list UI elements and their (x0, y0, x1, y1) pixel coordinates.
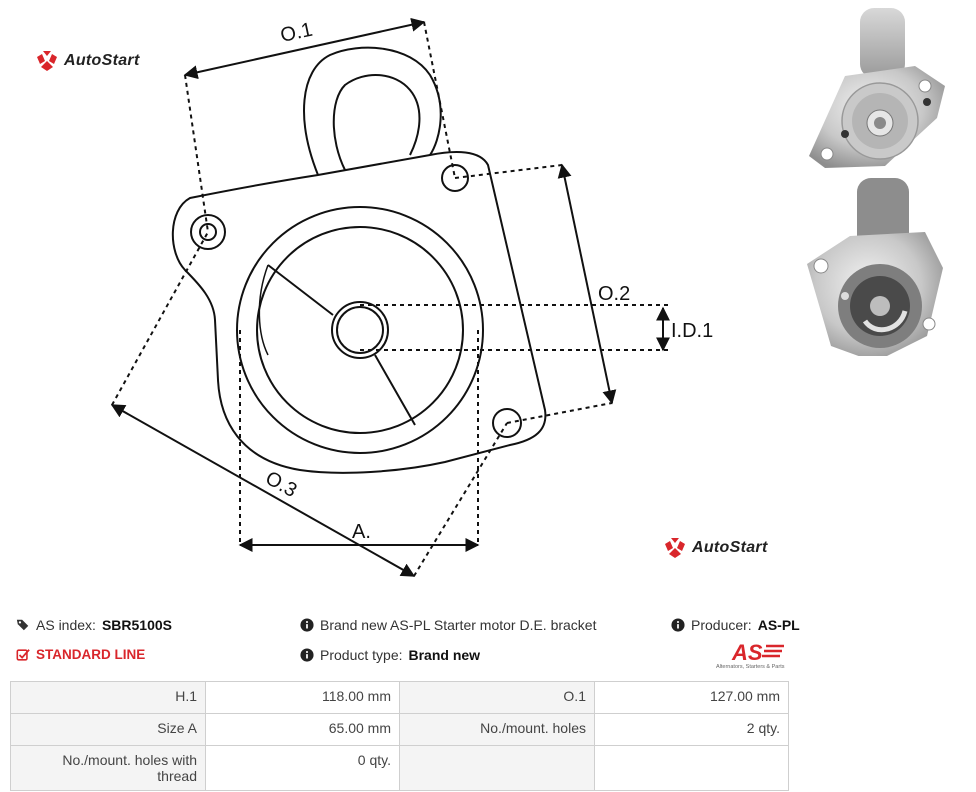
shaft-bore-inner (336, 306, 384, 354)
autostart-logo-bottom: AutoStart (664, 537, 768, 559)
dim-label-a: A. (352, 521, 371, 543)
autostart-logo-icon (665, 538, 685, 558)
autostart-logo-top: AutoStart (36, 50, 140, 72)
info-circle-icon (671, 618, 685, 632)
spec-key (399, 745, 595, 791)
as-logo-mark: AS (731, 640, 763, 665)
spec-value (594, 745, 789, 791)
shaft-bore-outer (331, 301, 389, 359)
checkbox-checked-icon (16, 648, 30, 661)
spec-key: Size A (10, 713, 206, 746)
as-index-label: AS index: (36, 617, 96, 633)
as-pl-logo: AS Alternators, Starters & Parts (716, 640, 785, 670)
product-type-label: Product type: (320, 647, 403, 663)
bracket-drawing-svg: O.1 O.2 O.3 A. I.D.1 (110, 17, 713, 577)
mount-hole-left (190, 214, 226, 250)
producer-value: AS-PL (757, 617, 800, 633)
producer-label: Producer: (691, 617, 752, 633)
autostart-logo-text: AutoStart (692, 539, 768, 556)
description-row: Brand new AS-PL Starter motor D.E. brack… (300, 617, 597, 633)
spec-value: 2 qty. (594, 713, 789, 746)
product-photos (807, 8, 945, 356)
mount-hole-bottom-right (492, 408, 522, 438)
info-circle-icon (300, 648, 314, 662)
table-row: Size A 65.00 mm No./mount. holes 2 qty. (10, 713, 789, 746)
as-logo-tagline: Alternators, Starters & Parts (716, 664, 785, 670)
spec-key: No./mount. holes with thread (10, 745, 206, 791)
dim-label-o2: O.2 (598, 283, 630, 305)
table-row: H.1 118.00 mm O.1 127.00 mm (10, 681, 789, 714)
standard-line-label: STANDARD LINE (36, 647, 146, 662)
spec-value: 118.00 mm (205, 681, 400, 714)
spec-key: No./mount. holes (399, 713, 595, 746)
technical-drawing: O.1 O.2 O.3 A. I.D.1 AutoStart AutoStart (36, 17, 768, 577)
producer-row: Producer: AS-PL (671, 617, 800, 633)
autostart-logo-icon (37, 51, 57, 71)
bracket-body-outline (171, 151, 547, 474)
as-index-value: SBR5100S (101, 617, 172, 633)
bracket-top-loop-inner (332, 73, 421, 171)
mount-hole-top-right (441, 164, 469, 192)
info-circle-icon (300, 618, 314, 632)
product-type-value: Brand new (408, 647, 481, 663)
dim-o3-line (110, 404, 416, 577)
table-row: No./mount. holes with thread 0 qty. (10, 745, 789, 791)
bearing-outer-ring (236, 206, 484, 454)
spec-key: H.1 (10, 681, 206, 714)
bearing-inner-ring (256, 226, 464, 434)
spec-value: 0 qty. (205, 745, 400, 791)
as-index-row: AS index: SBR5100S (16, 617, 172, 633)
product-description: Brand new AS-PL Starter motor D.E. brack… (320, 617, 597, 633)
spec-value: 127.00 mm (594, 681, 789, 714)
autostart-logo-text: AutoStart (64, 52, 140, 69)
tag-icon (16, 619, 29, 631)
dim-label-o3: O.3 (262, 467, 301, 502)
dim-o2-line (557, 163, 617, 405)
dim-label-o1: O.1 (278, 19, 314, 47)
product-type-row: Product type: Brand new (300, 647, 480, 663)
spec-value: 65.00 mm (205, 713, 400, 746)
product-photo-front (809, 8, 945, 168)
spec-key: O.1 (399, 681, 595, 714)
standard-line-row: STANDARD LINE (16, 647, 145, 662)
dim-o1-line (183, 17, 426, 80)
dim-label-id1: I.D.1 (671, 320, 713, 342)
specs-table: H.1 118.00 mm O.1 127.00 mm Size A 65.00… (10, 681, 789, 791)
product-photo-back (807, 178, 943, 356)
